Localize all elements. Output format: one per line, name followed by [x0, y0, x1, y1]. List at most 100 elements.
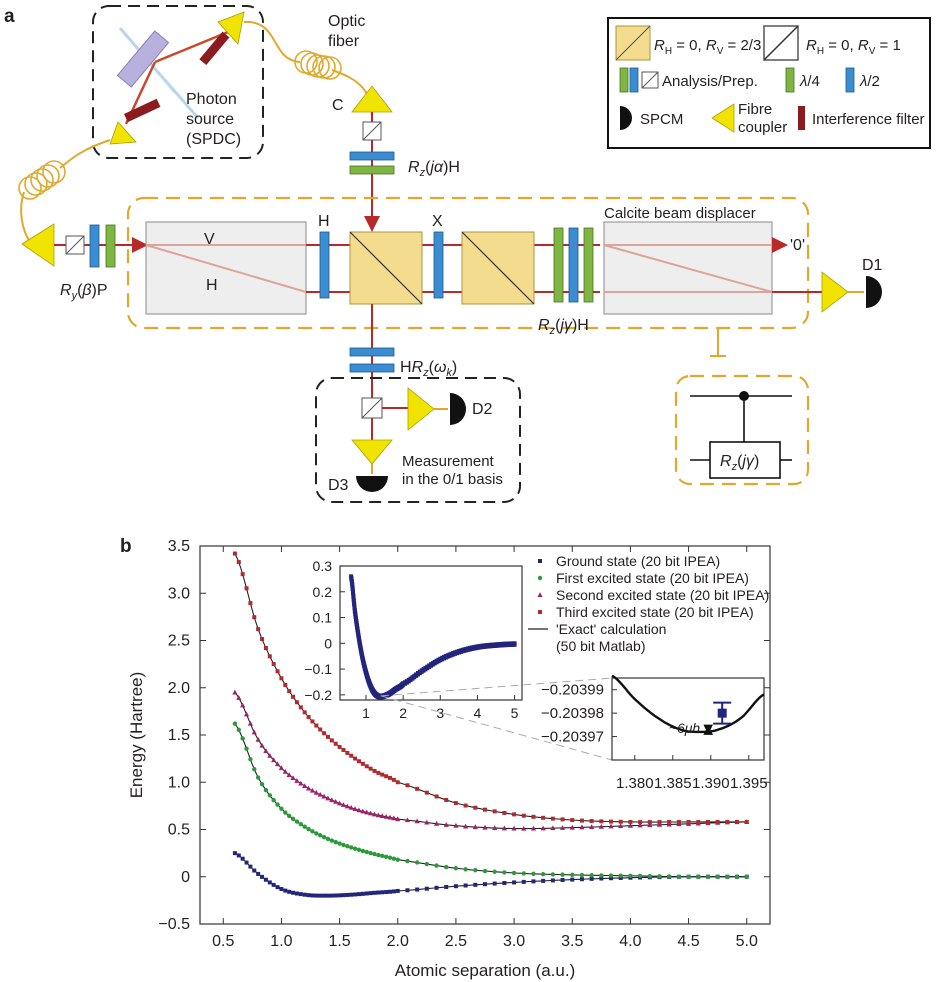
inset-data-point: [349, 580, 354, 585]
data-point: [294, 819, 300, 824]
data-point: [531, 871, 536, 877]
data-point: [286, 813, 292, 819]
zoom-y-tick-label: −0.20397: [541, 729, 604, 746]
data-point: [380, 890, 385, 895]
data-point: [263, 787, 269, 793]
data-point: [302, 783, 308, 789]
data-point: [744, 819, 749, 824]
legend-marker: [537, 575, 543, 581]
data-point: [236, 560, 241, 565]
data-point: [240, 736, 245, 741]
data-point: [336, 800, 343, 806]
data-point: [267, 752, 273, 758]
inset-data-point: [352, 609, 357, 614]
legend-item1: RH = 0, RV = 2/3: [654, 37, 761, 57]
data-point: [240, 572, 245, 577]
zoom-connector: [380, 695, 613, 761]
data-point: [252, 868, 257, 873]
interference-filter-1: [199, 31, 230, 66]
data-point: [306, 826, 311, 832]
rz-gamma-h-label: Rz(jγ)H: [538, 317, 589, 337]
legend-coupler-icon: [711, 103, 735, 133]
data-point: [570, 872, 575, 878]
d1-label: D1: [862, 257, 883, 274]
main-legend: Ground state (20 bit IPEA)First excited …: [528, 553, 769, 654]
data-point: [657, 820, 662, 825]
data-point: [424, 861, 430, 867]
data-point: [356, 807, 362, 813]
data-point: [352, 846, 358, 851]
legend-hwp-icon: [629, 67, 639, 93]
data-point: [325, 893, 330, 898]
legend-spcm-icon: [620, 106, 632, 130]
data-point: [647, 873, 652, 879]
data-point: [337, 744, 342, 749]
data-point: [696, 874, 701, 880]
data-point: [589, 876, 594, 881]
x-tick-label: 0.5: [212, 933, 234, 950]
data-point: [530, 825, 537, 831]
data-point: [540, 871, 546, 877]
data-point: [240, 856, 245, 861]
data-point: [559, 825, 566, 830]
data-point: [263, 646, 268, 651]
panel-a-label: a: [4, 6, 15, 27]
zoom-exact-curve: [611, 674, 765, 734]
data-point: [368, 850, 373, 856]
ppbs-2-diag: [461, 231, 535, 305]
inset-data-point: [356, 637, 361, 642]
fiber-coil-left: [18, 160, 66, 200]
data-point: [259, 781, 265, 787]
data-point: [353, 756, 358, 761]
inset-data-point: [355, 625, 360, 630]
data-point: [291, 694, 296, 699]
h-plate-label: H: [318, 213, 330, 230]
zoom-data-point: [717, 708, 727, 718]
hwp-w: [349, 347, 395, 357]
data-point: [609, 876, 614, 881]
data-point: [337, 841, 342, 846]
data-point: [322, 731, 327, 736]
data-point: [256, 627, 261, 632]
inset-data-point: [356, 635, 361, 640]
data-point: [333, 893, 338, 898]
data-point: [283, 888, 288, 893]
spcm-d2: [450, 393, 466, 425]
data-point: [349, 753, 354, 758]
data-point: [364, 891, 369, 896]
data-point: [260, 637, 265, 642]
data-point: [263, 748, 269, 753]
data-point: [405, 783, 410, 788]
legend-cube-diag: [615, 25, 651, 61]
data-point: [395, 857, 400, 862]
data-point: [283, 810, 288, 815]
data-point: [686, 819, 691, 824]
data-point: [255, 736, 261, 742]
data-point: [473, 805, 478, 810]
data-point: [388, 775, 392, 780]
data-point: [360, 848, 366, 854]
data-point: [306, 893, 311, 898]
data-point: [511, 825, 517, 831]
data-point: [405, 858, 410, 864]
data-point: [686, 874, 691, 879]
data-point: [666, 821, 672, 827]
data-point: [364, 764, 369, 769]
data-point: [251, 729, 257, 735]
data-point: [463, 823, 469, 829]
data-point: [657, 874, 662, 879]
beam-h-left: [145, 244, 307, 293]
data-point: [415, 887, 420, 892]
data-point: [395, 780, 400, 785]
data-point: [306, 715, 311, 720]
hwp-p: [89, 224, 100, 268]
inset-y-tick-label: −0.1: [304, 661, 332, 677]
data-point: [267, 654, 272, 659]
v-label: V: [204, 231, 215, 248]
data-point: [271, 797, 276, 803]
data-point: [443, 822, 449, 827]
data-point: [735, 819, 740, 824]
data-point: [502, 880, 507, 885]
